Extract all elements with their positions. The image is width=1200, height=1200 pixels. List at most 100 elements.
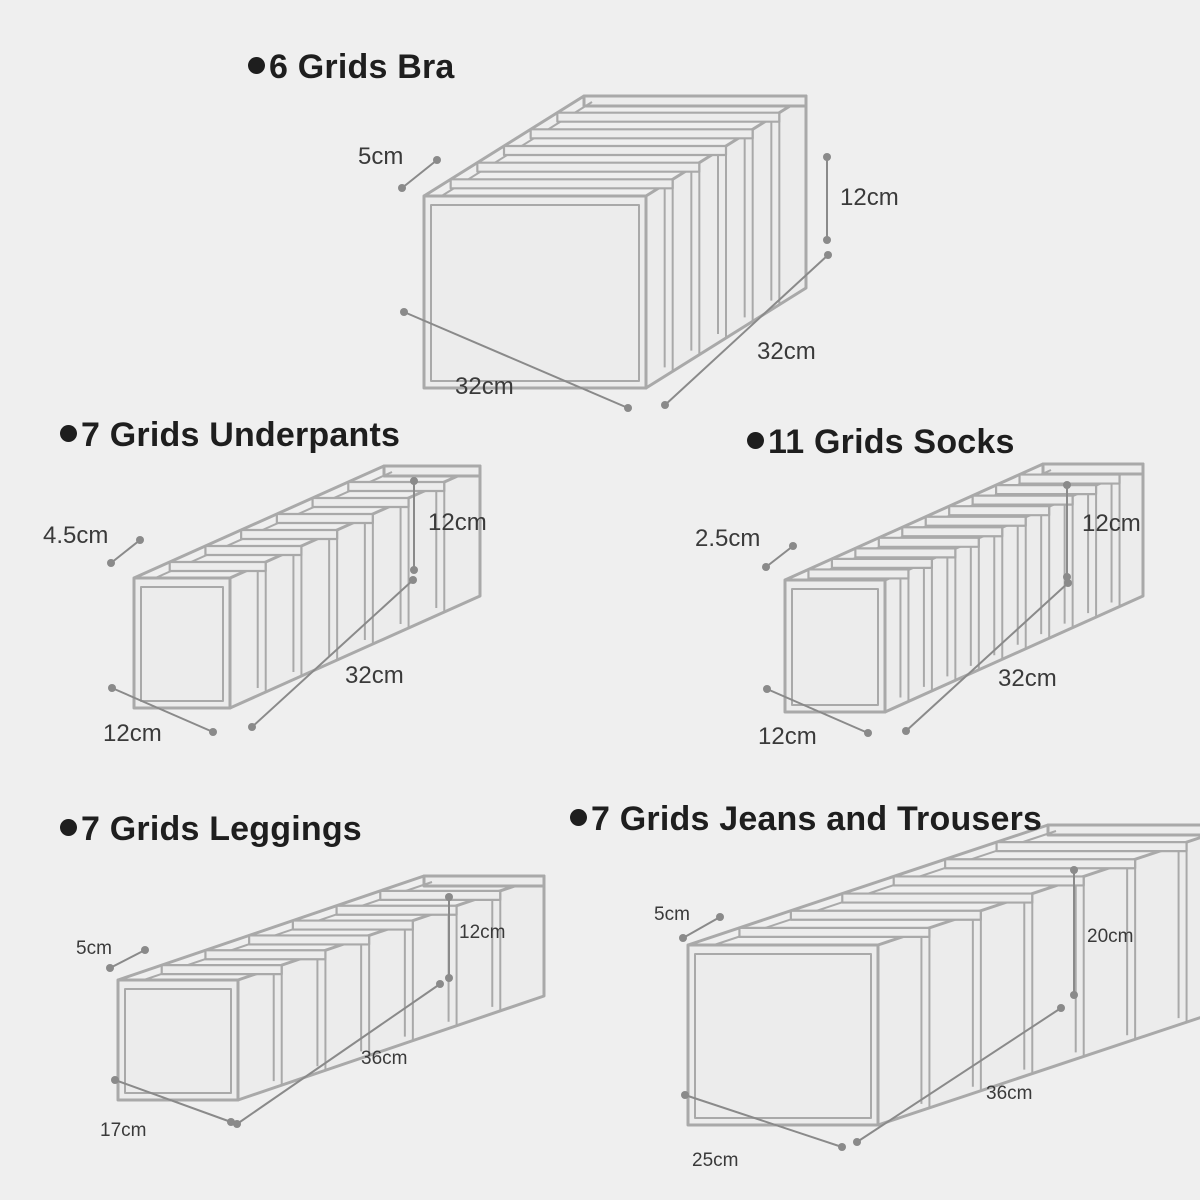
socks-divider	[971, 494, 1074, 506]
bra-height-dim	[823, 153, 831, 244]
jeans-side-panel	[876, 836, 1200, 1127]
jeans-length-dim	[853, 1004, 1065, 1146]
leggings-width-dim	[111, 1076, 235, 1126]
socks-length-label: 32cm	[998, 665, 1057, 692]
bullet-icon	[570, 809, 587, 826]
jeans-divider	[738, 926, 931, 938]
underpants-divider	[311, 496, 410, 509]
socks-divider	[948, 505, 1051, 517]
jeans-height-dim	[1070, 866, 1078, 999]
title-bra: 6 Grids Bra	[248, 48, 455, 87]
title-underpants: 7 Grids Underpants	[60, 416, 400, 455]
underpants-left-rim	[133, 464, 385, 580]
underpants-slot-dim	[107, 536, 144, 567]
underpants-divider	[204, 544, 303, 557]
jeans-divider	[995, 841, 1188, 853]
leggings-divider	[204, 949, 327, 961]
jeans-left-rim	[687, 823, 1049, 947]
jeans-width-dim	[681, 1091, 846, 1151]
bra-width-label: 32cm	[757, 338, 816, 365]
underpants-height-label: 12cm	[428, 509, 487, 536]
leggings-divider	[248, 934, 371, 946]
socks-width-label: 12cm	[758, 723, 817, 750]
underpants-divider	[168, 560, 267, 573]
jeans-slot-dim	[679, 913, 724, 942]
socks-back-rim	[1041, 462, 1145, 476]
bullet-icon	[248, 57, 265, 74]
bra-width-dim	[661, 251, 832, 409]
underpants-height-dim	[410, 477, 418, 574]
leggings-back-rim	[422, 874, 546, 888]
bra-divider	[529, 128, 754, 140]
jeans-divider	[789, 909, 982, 921]
bra-box	[422, 94, 808, 390]
leggings-front-panel	[116, 978, 240, 1102]
underpants-back-rim	[382, 464, 482, 478]
underpants-length-dim	[248, 576, 417, 731]
socks-divider	[807, 568, 910, 580]
jeans-height-label: 20cm	[1087, 926, 1134, 947]
leggings-divider	[379, 889, 502, 901]
underpants-width-label: 12cm	[103, 720, 162, 747]
leggings-length-label: 36cm	[361, 1048, 408, 1069]
jeans-box	[686, 823, 1200, 1127]
socks-divider	[924, 515, 1027, 527]
jeans-length-label: 36cm	[986, 1083, 1033, 1104]
leggings-length-dim	[233, 980, 444, 1128]
bra-length-dim	[400, 308, 632, 412]
socks-divider	[877, 536, 980, 548]
bullet-icon	[747, 432, 764, 449]
bra-height-label: 12cm	[840, 184, 899, 211]
underpants-front-panel	[132, 576, 232, 710]
bra-slot-dim	[398, 156, 441, 192]
socks-height-dim	[1063, 481, 1071, 581]
bra-divider	[502, 144, 728, 157]
socks-width-dim	[763, 685, 872, 737]
leggings-divider	[335, 904, 458, 916]
jeans-divider	[892, 875, 1085, 887]
bra-back-rim	[582, 94, 808, 108]
leggings-width-label: 17cm	[100, 1120, 147, 1141]
leggings-slot-label: 5cm	[76, 938, 112, 959]
underpants-box	[132, 464, 482, 710]
underpants-length-label: 32cm	[345, 662, 404, 689]
bullet-icon	[60, 819, 77, 836]
underpants-width-dim	[108, 684, 217, 736]
jeans-front-panel	[686, 943, 880, 1127]
jeans-divider	[841, 892, 1034, 904]
underpants-divider	[275, 512, 374, 525]
jeans-back-rim	[1046, 823, 1200, 837]
underpants-slot-label: 4.5cm	[43, 522, 109, 549]
socks-divider	[901, 526, 1004, 538]
leggings-slot-dim	[106, 946, 149, 972]
title-jeans: 7 Grids Jeans and Trousers	[570, 800, 1042, 839]
title-socks: 11 Grids Socks	[747, 423, 1015, 462]
leggings-divider	[291, 919, 414, 931]
socks-slot-label: 2.5cm	[695, 525, 761, 552]
bra-divider	[556, 111, 781, 123]
leggings-height-dim	[445, 893, 453, 982]
underpants-divider	[347, 480, 446, 493]
leggings-divider	[160, 964, 283, 976]
underpants-divider	[240, 528, 339, 541]
bra-divider	[476, 161, 701, 173]
socks-divider	[830, 557, 934, 570]
socks-left-rim	[784, 462, 1044, 582]
title-leggings: 7 Grids Leggings	[60, 810, 362, 849]
socks-box	[783, 462, 1145, 714]
bra-front-panel	[422, 194, 648, 390]
bra-divider	[449, 178, 674, 190]
socks-front-panel	[783, 578, 887, 714]
jeans-width-label: 25cm	[692, 1150, 739, 1171]
jeans-slot-label: 5cm	[654, 904, 690, 925]
leggings-height-label: 12cm	[459, 922, 506, 943]
jeans-divider	[944, 858, 1137, 870]
leggings-box	[116, 874, 546, 1102]
bra-slot-label: 5cm	[358, 143, 404, 170]
socks-length-dim	[902, 579, 1072, 735]
socks-divider	[994, 483, 1098, 496]
socks-slot-dim	[762, 542, 797, 571]
bullet-icon	[60, 425, 77, 442]
socks-height-label: 12cm	[1082, 510, 1141, 537]
